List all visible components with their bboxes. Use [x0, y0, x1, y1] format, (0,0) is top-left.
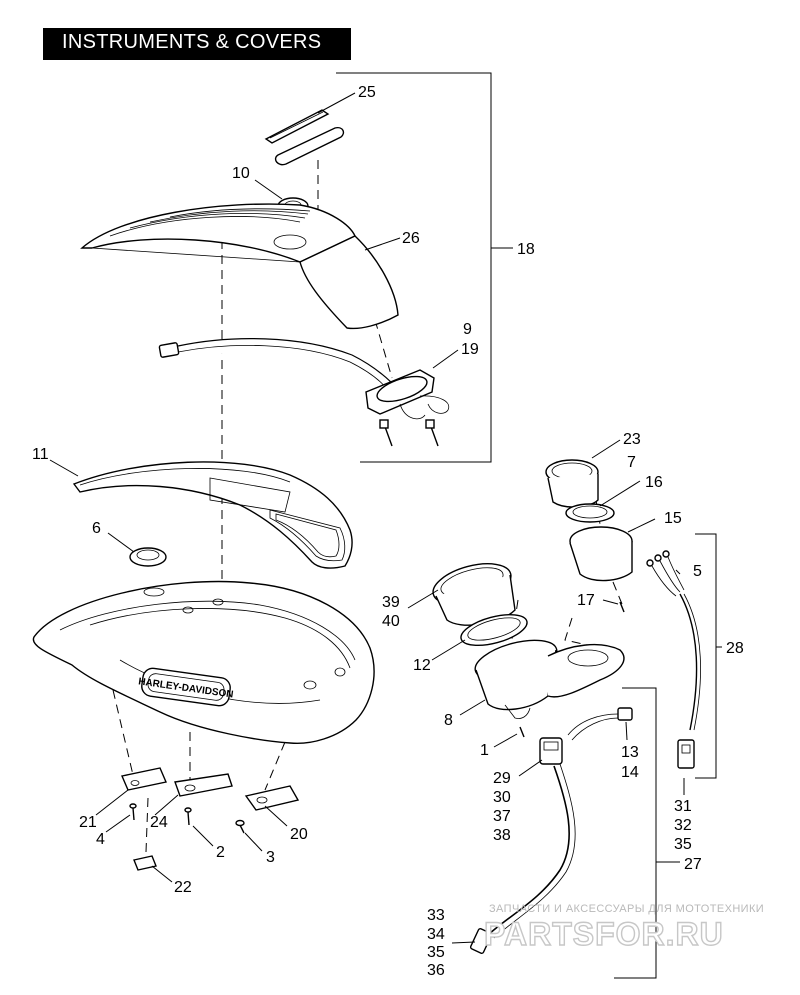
part-3-screw	[235, 819, 245, 834]
callout-22: 22	[174, 879, 192, 896]
callout-10: 10	[232, 165, 250, 182]
callout-33: 33	[427, 907, 445, 924]
watermark-caption: ЗАПЧАСТИ И АКСЕССУАРЫ ДЛЯ МОТОТЕХНИКИ	[489, 903, 764, 915]
part-9-19-indicator-harness	[158, 338, 450, 447]
group-bracket-28	[695, 533, 722, 779]
callout-27: 27	[684, 856, 702, 873]
callout-25: 25	[358, 84, 376, 101]
page-title: INSTRUMENTS & COVERS	[62, 31, 322, 53]
part-16-ring	[565, 503, 615, 523]
callout-15: 15	[664, 510, 682, 527]
callout-9: 9	[463, 321, 472, 338]
callout-leaders	[49, 92, 685, 944]
part-27-harness	[469, 763, 576, 954]
group-bracket-18	[336, 72, 513, 463]
part-25-lens-strip	[264, 109, 330, 144]
part-2-screw	[184, 807, 192, 826]
callout-36: 36	[427, 962, 445, 979]
callout-17: 17	[577, 592, 595, 609]
part-8-mounting-bracket	[474, 639, 625, 719]
part-29-connector	[539, 737, 563, 765]
part-17-screw	[619, 601, 625, 613]
callout-1: 1	[480, 742, 489, 759]
callout-16: 16	[645, 474, 663, 491]
part-23-7-gauge	[545, 459, 599, 508]
callout-3: 3	[266, 849, 275, 866]
part-26-upper-console	[80, 203, 399, 330]
callout-28: 28	[726, 640, 744, 657]
part-4-screw	[129, 803, 137, 821]
part-main-console: HARLEY-DAVIDSON	[32, 580, 375, 745]
callout-39: 39	[382, 594, 400, 611]
callout-13: 13	[621, 744, 639, 761]
callout-29: 29	[493, 770, 511, 787]
callout-23: 23	[623, 431, 641, 448]
part-24-bracket	[174, 773, 233, 797]
group-bracket-27	[614, 687, 680, 979]
part-6-grommet	[129, 547, 167, 567]
part-15-housing	[569, 526, 633, 582]
callout-2: 2	[216, 844, 225, 861]
part-12-seal-ring	[460, 613, 528, 647]
callout-19: 19	[461, 341, 479, 358]
callout-26: 26	[402, 230, 420, 247]
callout-32: 32	[674, 817, 692, 834]
callout-14: 14	[621, 764, 639, 781]
part-22-clip	[133, 855, 157, 871]
callout-21: 21	[79, 814, 97, 831]
part-trim-bar	[274, 126, 345, 166]
callout-5: 5	[693, 563, 702, 580]
callout-7: 7	[627, 454, 636, 471]
part-11-trim-panel	[72, 461, 353, 569]
part-20-bracket	[244, 785, 300, 811]
callout-34: 34	[427, 926, 445, 943]
callout-11: 11	[32, 446, 49, 463]
part-13-14-switch	[567, 707, 633, 741]
part-28-harness	[646, 550, 701, 769]
part-21-bracket	[121, 767, 167, 791]
title-banner	[43, 28, 351, 60]
callout-40: 40	[382, 613, 400, 630]
callout-31: 31	[674, 798, 692, 815]
callout-37: 37	[493, 808, 511, 825]
callout-12: 12	[413, 657, 431, 674]
callout-35-right: 35	[674, 836, 692, 853]
watermark-logo: PARTSFOR.RU	[484, 916, 724, 952]
watermark: ЗАПЧАСТИ И АКСЕССУАРЫ ДЛЯ МОТОТЕХНИКИ PA…	[483, 903, 764, 953]
callout-4: 4	[96, 831, 105, 848]
callout-20: 20	[290, 826, 308, 843]
callout-24: 24	[150, 814, 168, 831]
callout-35-left: 35	[427, 944, 445, 961]
part-1-screw	[519, 726, 525, 738]
callout-labels: 25 10 26 18 9 19 11 23 7 16 15 6 5 17 39…	[32, 84, 744, 979]
callout-30: 30	[493, 789, 511, 806]
callout-8: 8	[444, 712, 453, 729]
callout-38: 38	[493, 827, 511, 844]
part-39-40-speedometer	[432, 563, 516, 626]
callout-18: 18	[517, 241, 535, 258]
callout-6: 6	[92, 520, 101, 537]
